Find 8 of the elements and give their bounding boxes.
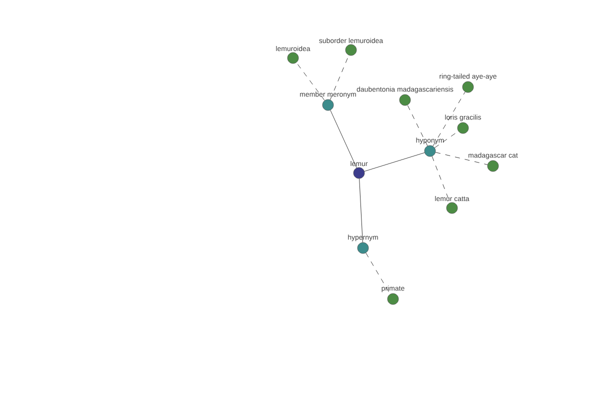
connector (407, 104, 428, 146)
connector (330, 110, 357, 168)
connector (435, 152, 488, 165)
connector (364, 152, 425, 172)
connector (366, 252, 390, 294)
connector (432, 92, 466, 146)
connector (296, 62, 325, 101)
connector (359, 178, 363, 243)
